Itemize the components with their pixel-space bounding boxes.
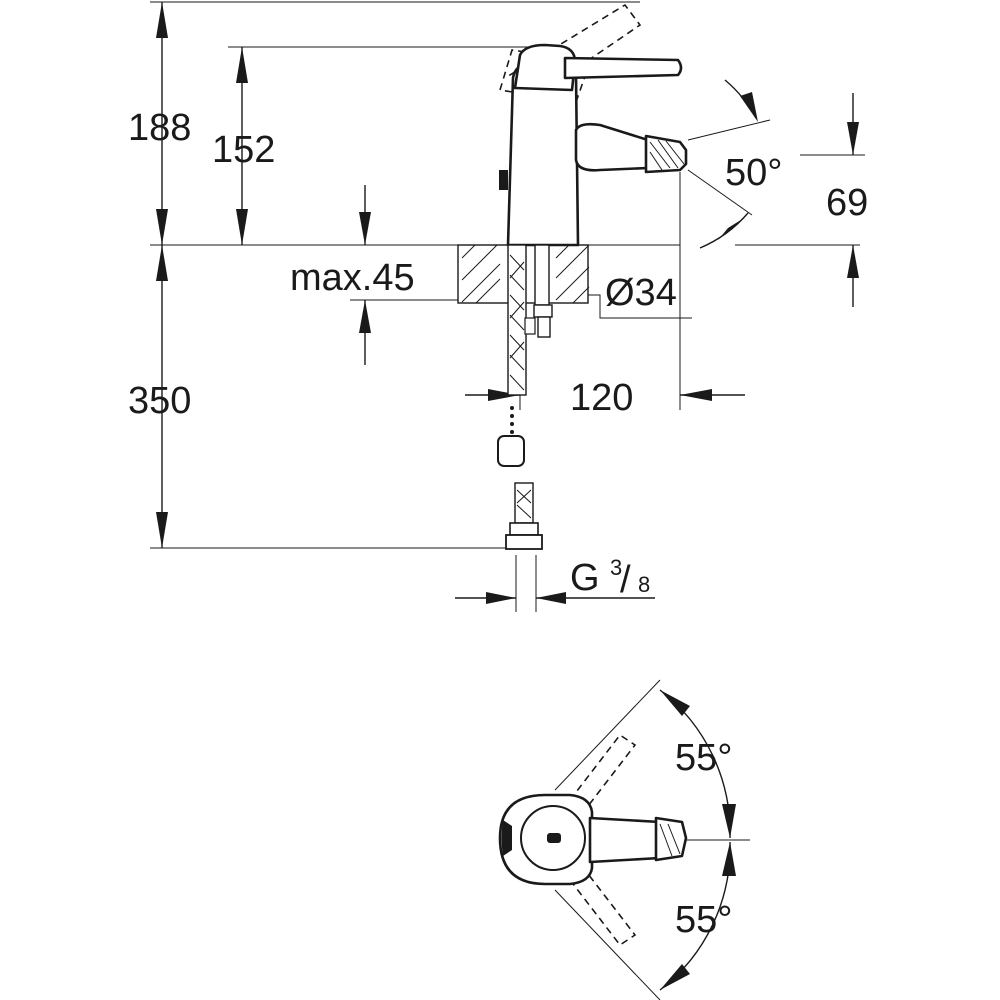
bottom-angle-label: 55° [675, 899, 732, 941]
dimension-152 [236, 47, 248, 245]
thread-slash: / [620, 559, 631, 601]
dim-120-label: 120 [570, 377, 633, 419]
dim-max45-label: max.45 [290, 257, 415, 299]
angle-50-dimension [687, 79, 771, 249]
dimension-188 [156, 2, 168, 245]
dimension-69 [847, 93, 859, 307]
dimension-thread [455, 592, 655, 604]
dim-350-label: 350 [128, 380, 191, 422]
thread-g-label: G [570, 557, 600, 599]
thread-denominator: 8 [638, 572, 650, 597]
dim-188-label: 188 [128, 107, 191, 149]
dim-152-label: 152 [212, 129, 275, 171]
dim-69-label: 69 [826, 182, 868, 224]
extension-lines [150, 1, 865, 612]
dimension-350 [156, 245, 168, 548]
thread-numerator: 3 [610, 555, 622, 580]
dimension-max45 [359, 185, 371, 365]
dimension-120 [465, 389, 745, 401]
faucet-body [497, 3, 688, 550]
dim-34-label: Ø34 [605, 272, 677, 314]
top-angle-label: 55° [675, 737, 732, 779]
top-view [498, 679, 750, 1000]
dim-50-angle-label: 50° [725, 152, 782, 194]
